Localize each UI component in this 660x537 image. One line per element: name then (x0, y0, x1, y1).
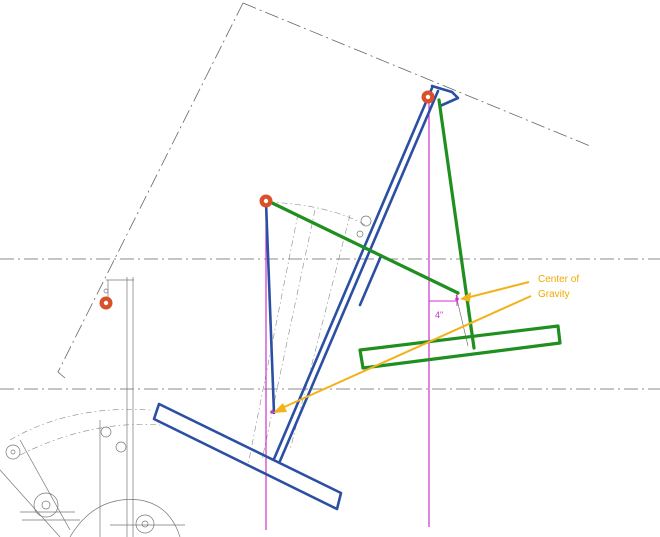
frame-joint-2 (115, 441, 127, 453)
frame-wheel-right-hub (141, 520, 149, 528)
upper-joint-circle (360, 215, 372, 227)
cog-point-green (455, 297, 459, 301)
green-strut (437, 98, 476, 350)
pivot-points (99, 90, 435, 310)
cog-label-line1: Center of (538, 274, 579, 285)
offset-dimension-label: 4" (435, 310, 443, 320)
frame-arc-2 (19, 424, 161, 456)
blue-main-arm-front (272, 86, 434, 461)
frame-wheel-left-hub (10, 449, 16, 455)
blue-arm-brace (358, 254, 383, 307)
plumb-lines: 4" (265, 97, 458, 530)
frame-bolt (103, 288, 109, 294)
blue-seat-platform (152, 402, 343, 511)
pivot-right (421, 90, 435, 104)
frame-diagonal-2 (19, 439, 71, 531)
pivot-left (259, 194, 273, 208)
green-seat-platform (358, 324, 562, 370)
frame-wheel-mid (33, 492, 59, 518)
pivot-right-hole (425, 94, 431, 100)
frame-wheel-large (69, 499, 181, 537)
frame-wheel-right (135, 514, 155, 534)
frame-arc-1 (9, 409, 151, 441)
envelope-top-edge (242, 2, 591, 147)
pivot-frame (99, 296, 113, 310)
frame-joint-1 (100, 426, 112, 438)
cog-arrow-blue-head (273, 403, 287, 413)
cog-label-line2: Gravity (538, 289, 570, 300)
center-of-gravity-callout: Center of Gravity (270, 274, 579, 414)
cog-arrow-blue-shaft (281, 295, 532, 409)
green-top-link (264, 198, 460, 295)
blue-hanger-left (264, 200, 276, 415)
frame-sketch (0, 277, 185, 537)
cog-arrow-green-shaft (465, 281, 530, 299)
cog-arrow-green-head (460, 292, 471, 302)
blue-main-arm-back (278, 89, 440, 463)
blue-arm-head (430, 84, 460, 108)
swing-arc-left (267, 201, 366, 226)
frame-wheel-left (5, 444, 21, 460)
frame-wheel-mid-hub (41, 500, 51, 510)
cog-point-blue (270, 410, 274, 414)
green-linkage (264, 98, 562, 370)
upper-joint-small (356, 230, 364, 238)
pivot-left-hole (263, 198, 269, 204)
frame-diagonal-1 (0, 469, 61, 537)
linkage-guide-2 (261, 209, 316, 461)
pivot-frame-hole (103, 300, 109, 306)
blue-linkage (152, 84, 460, 511)
envelope-left-edge (57, 2, 244, 379)
construction-lines (0, 2, 660, 466)
linkage-guide-1 (247, 213, 299, 466)
